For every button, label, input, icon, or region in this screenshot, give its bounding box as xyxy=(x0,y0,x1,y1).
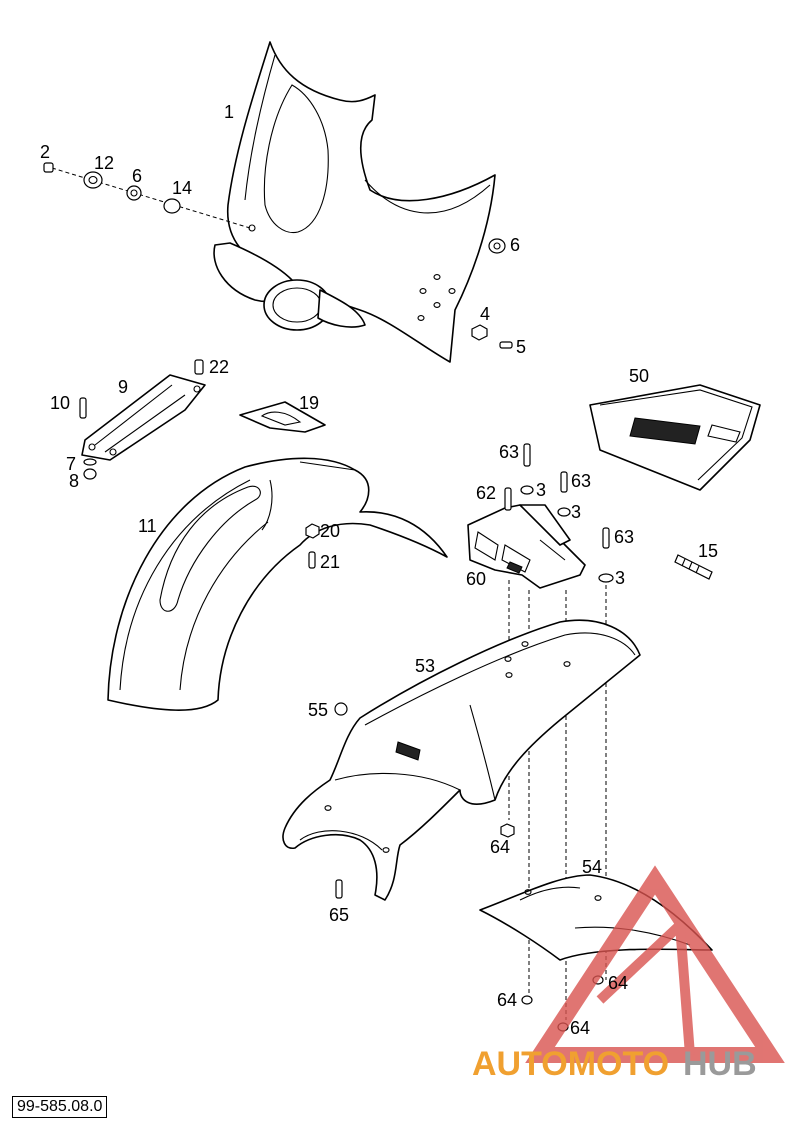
bracket-washer-3c xyxy=(598,573,614,583)
watermark-logo xyxy=(525,865,785,1063)
rear-bracket-60 xyxy=(467,504,586,589)
callout-label: 64 xyxy=(490,837,510,857)
callout-label: 5 xyxy=(516,337,526,357)
callout-label: 19 xyxy=(299,393,319,413)
rear-fender-53 xyxy=(282,619,641,901)
fairing-washer-6 xyxy=(126,185,142,201)
plate-19 xyxy=(239,401,326,433)
callout-label: 10 xyxy=(50,393,70,413)
callout-labels: 1 2 12 6 14 6 4 5 22 9 10 7 8 19 50 63 6… xyxy=(40,102,718,1038)
bracket-washer-3a xyxy=(520,485,534,495)
headlight-fairing xyxy=(213,41,496,363)
bracket-screw-63b xyxy=(560,471,568,493)
callout-label: 22 xyxy=(209,357,229,377)
bracket-screw-63a xyxy=(523,443,531,467)
callout-label: 53 xyxy=(415,656,435,676)
callout-label: 64 xyxy=(570,1018,590,1038)
callout-label: 64 xyxy=(608,973,628,993)
callout-label: 50 xyxy=(629,366,649,386)
callout-label: 9 xyxy=(118,377,128,397)
bracket-washer-7 xyxy=(83,458,97,466)
callout-label: 65 xyxy=(329,905,349,925)
callout-label: 1 xyxy=(224,102,234,122)
fairing-grommet-14 xyxy=(163,198,181,214)
callout-label: 63 xyxy=(571,471,591,491)
callout-label: 11 xyxy=(138,516,157,536)
callout-label: 3 xyxy=(571,502,581,522)
fender-nut-20 xyxy=(305,523,320,539)
fairing-washer-6b xyxy=(488,238,506,254)
callout-label: 21 xyxy=(320,552,340,572)
watermark-brand-part1: AUTOMOTO xyxy=(472,1045,669,1083)
bracket-nut-8 xyxy=(83,468,97,480)
fairing-screw-5 xyxy=(499,341,513,349)
callout-label: 62 xyxy=(476,483,496,503)
callout-label: 7 xyxy=(66,454,76,474)
bracket-screw-62 xyxy=(504,487,512,511)
decal-50 xyxy=(589,384,761,491)
fairing-spacer-12 xyxy=(83,171,103,189)
callout-label: 14 xyxy=(172,178,192,198)
callout-label: 63 xyxy=(499,442,519,462)
fender-nut-64a xyxy=(500,823,515,838)
callout-label: 55 xyxy=(308,700,328,720)
drawing-number: 99-585.08.0 xyxy=(12,1096,108,1118)
callout-label: 6 xyxy=(510,235,520,255)
callout-label: 15 xyxy=(698,541,718,561)
callout-label: 60 xyxy=(466,569,486,589)
callout-label: 64 xyxy=(497,990,517,1010)
fairing-screw-2 xyxy=(43,162,54,173)
callout-label: 3 xyxy=(536,480,546,500)
bracket-screw-63c xyxy=(602,527,610,549)
callout-label: 20 xyxy=(320,521,340,541)
callout-label: 8 xyxy=(69,471,79,491)
watermark-brand-part2: HUB xyxy=(683,1045,757,1083)
fairing-nut-4 xyxy=(471,324,488,341)
screw-15 xyxy=(674,554,713,580)
mudflap-nut-64c xyxy=(521,995,533,1005)
bracket-washer-3b xyxy=(557,507,571,517)
fender-screw-65 xyxy=(335,879,343,899)
bracket-screw-22 xyxy=(194,359,204,375)
callout-label: 2 xyxy=(40,142,50,162)
callout-label: 3 xyxy=(615,568,625,588)
front-fender-11 xyxy=(107,457,448,711)
fender-cap-55 xyxy=(334,702,348,716)
fender-screw-21 xyxy=(308,551,316,569)
callout-label: 63 xyxy=(614,527,634,547)
bracket-screw-10 xyxy=(79,397,87,419)
fender-bracket-9 xyxy=(81,374,206,461)
callout-label: 6 xyxy=(132,166,142,186)
callout-label: 4 xyxy=(480,304,490,324)
callout-label: 12 xyxy=(94,153,114,173)
callout-label: 54 xyxy=(582,857,602,877)
